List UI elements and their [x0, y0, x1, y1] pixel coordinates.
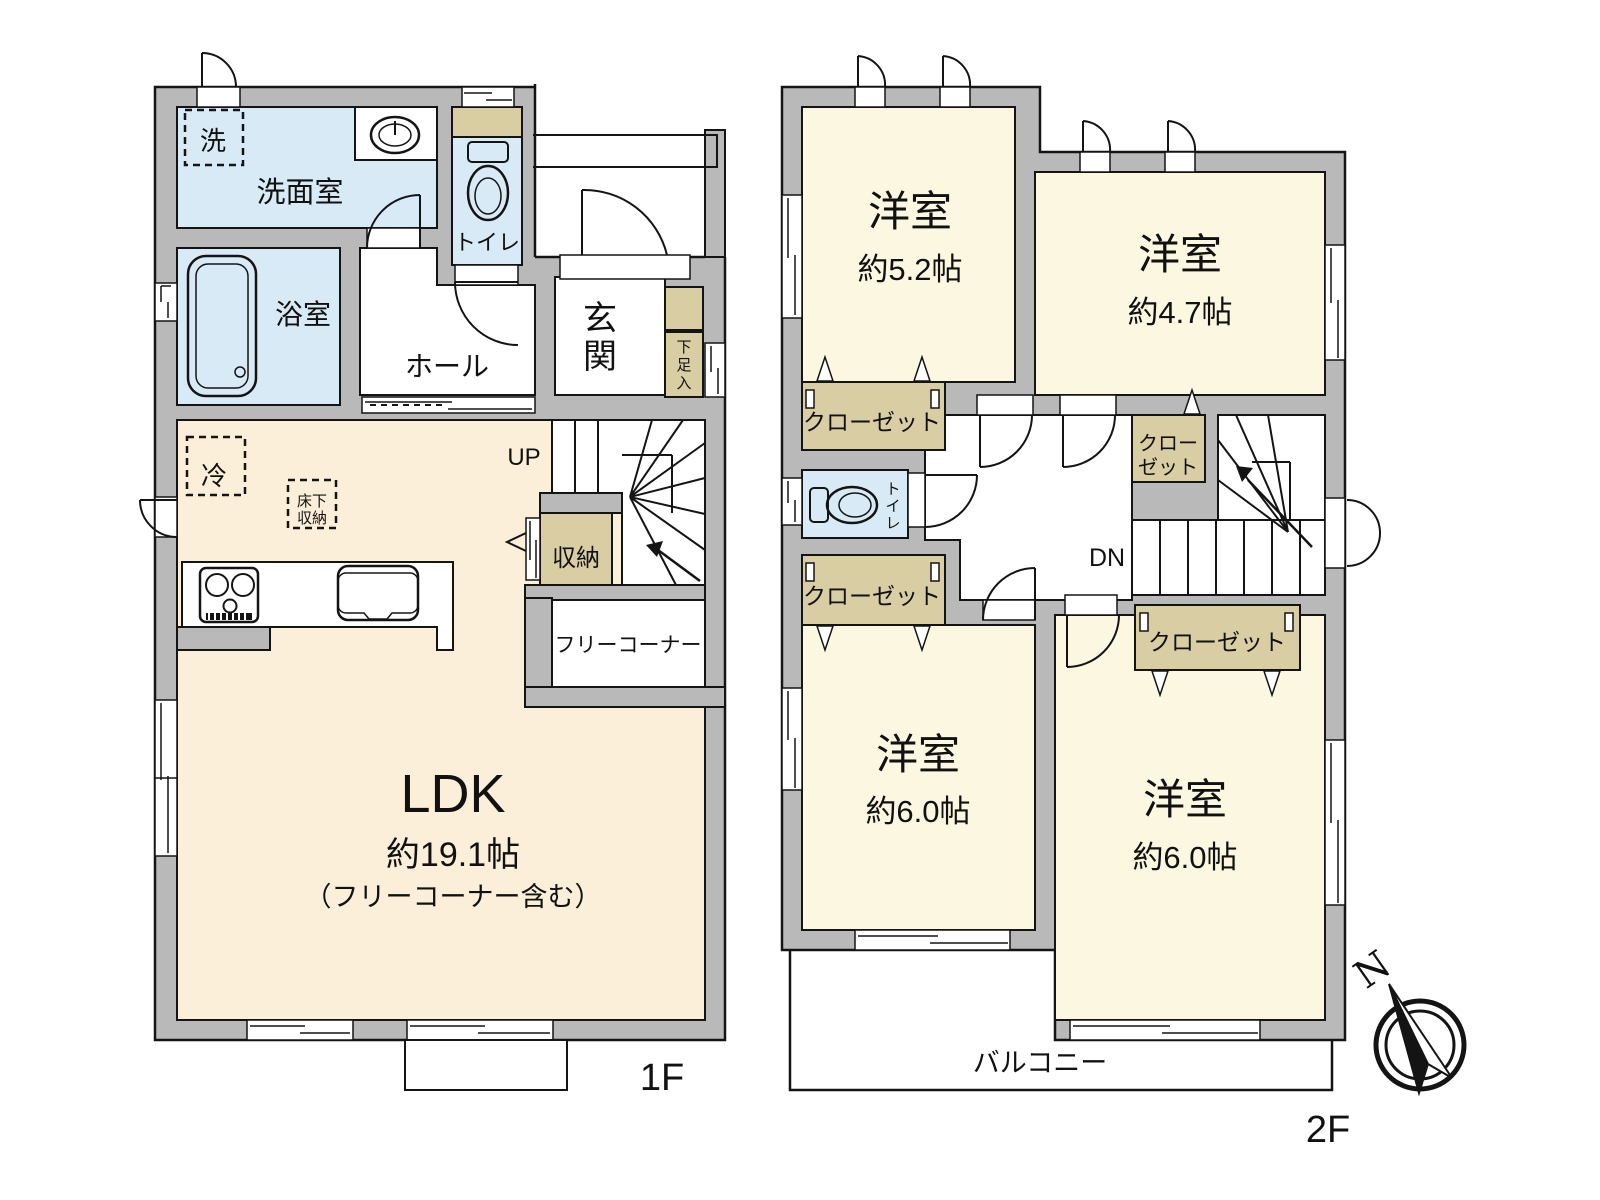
label-toilet2-3: レ: [885, 515, 900, 532]
f2-stair-arrow-head: [1236, 466, 1253, 482]
f2-bedroom-ne: [1034, 171, 1326, 396]
f1-fridge-box: [185, 435, 247, 497]
f1-kitchen-counter: [176, 561, 454, 651]
label-floor-1f: 1F: [640, 1057, 684, 1099]
label-ldk: LDK: [400, 764, 505, 824]
f2-bedroom-nw-door: [976, 394, 1034, 468]
f1-toilet-counter: [451, 106, 523, 138]
f1-wall-below-freecorner: [524, 686, 726, 708]
label-bath: 浴室: [275, 299, 331, 330]
f1-hall: [359, 247, 536, 396]
f1-underfloor-storage-box: [286, 478, 338, 530]
f1-kitchen-sink-icon: [336, 564, 420, 622]
label-bedroom-sw-size: 約6.0帖: [865, 794, 970, 829]
f2-toilet-icon: [809, 485, 879, 525]
f1-porch-area: [535, 83, 727, 257]
label-shoe-1: 下: [676, 339, 691, 356]
f1-entrance: [554, 276, 666, 396]
f1-porch-side-wall: [704, 129, 726, 258]
label-hall: ホール: [405, 351, 489, 382]
f2-bedroom-ne-door: [1059, 394, 1117, 468]
f1-stove-icon: [198, 566, 260, 624]
f2-casement-windows: [854, 55, 1381, 569]
f1-top-door: [196, 52, 241, 108]
label-bedroom-ne: 洋室: [1138, 231, 1222, 278]
f1-entry-step: [404, 1039, 568, 1091]
label-underfloor-1: 床下: [297, 493, 327, 510]
label-laundry: 洗: [200, 126, 226, 156]
label-entrance-2: 関: [583, 338, 617, 376]
label-fridge: 冷: [201, 461, 227, 491]
label-closet-nw: クローゼット: [803, 409, 941, 435]
f1-shoebox-lower: [664, 331, 704, 398]
f2-bedroom-sw: [801, 624, 1036, 931]
label-bedroom-sw: 洋室: [876, 731, 960, 778]
label-toilet2-1: ト: [885, 481, 900, 498]
f1-stair-arrow-head: [646, 541, 663, 557]
label-bedroom-se-size: 約6.0帖: [1132, 840, 1237, 875]
f1-front-door: [559, 188, 691, 280]
label-underfloor-2: 収納: [297, 510, 327, 527]
f1-toilet-door: [454, 264, 519, 346]
label-bedroom-ne-size: 約4.7帖: [1127, 295, 1232, 330]
f1-storage-door: [504, 517, 541, 581]
label-storage: 収納: [552, 545, 600, 572]
label-floor-2f: 2F: [1306, 1109, 1350, 1151]
f2-closet-nw: [801, 354, 946, 451]
f1-shoebox-upper: [664, 286, 704, 331]
f2-balcony-outline: [788, 950, 1334, 1092]
label-toilet-1f: トイレ: [454, 230, 520, 255]
first-floor-plan: 洗 洗面室 トイレ 浴室 ホール 玄 関 下 足 入 冷 床下 収納 収納 フリ…: [139, 52, 727, 1099]
f1-kitchen-side-door: [139, 496, 178, 538]
f1-windows: [154, 86, 726, 1041]
f1-wall-above-storage: [539, 492, 623, 514]
f2-toilet-door: [907, 472, 978, 528]
f1-vanity-sink-icon: [354, 106, 438, 161]
f2-closet-sw: [801, 554, 946, 653]
label-free-corner: フリーコーナー: [555, 634, 702, 657]
label-dn: DN: [1089, 544, 1125, 572]
label-toilet2-2: イ: [885, 498, 900, 515]
label-entrance-1: 玄: [583, 300, 617, 338]
f1-bathtub-icon: [186, 254, 258, 398]
label-bedroom-nw-size: 約5.2帖: [857, 252, 962, 287]
label-bedroom-nw: 洋室: [868, 188, 952, 235]
label-ldk-note: （フリーコーナー含む）: [305, 882, 602, 912]
f1-toilet-icon: [466, 141, 510, 222]
label-balcony: バルコニー: [973, 1048, 1107, 1078]
label-washroom: 洗面室: [256, 176, 343, 209]
f1-washer-box: [183, 108, 245, 167]
f1-canopy-outline: [533, 134, 718, 168]
f2-bedroom-se-door: [1064, 594, 1120, 668]
label-shoe-3: 入: [676, 375, 691, 392]
f2-staircase: [1131, 414, 1326, 596]
f2-bedroom-sw-door: [982, 567, 1036, 621]
label-up: UP: [507, 444, 540, 471]
label-closet-ne-2: ゼット: [1138, 456, 1198, 479]
label-bedroom-se: 洋室: [1143, 776, 1227, 823]
f2-closet-se: [1134, 604, 1301, 698]
f1-washroom-door: [366, 194, 421, 249]
label-ldk-size: 約19.1帖: [386, 836, 520, 874]
f2-closet-ne: [1131, 387, 1206, 483]
second-floor-plan: 洋室 約5.2帖 洋室 約4.7帖 クローゼット クロー ゼット ト イ レ D…: [780, 55, 1381, 1151]
label-shoe-2: 足: [676, 357, 691, 374]
compass-icon: N: [1346, 942, 1467, 1097]
f2-bedroom-nw: [801, 106, 1016, 383]
f2-windows: [781, 194, 1346, 1041]
f2-toilet-room: [801, 469, 909, 539]
f1-ldk-sliding-door: [361, 396, 536, 414]
f1-bathroom: [176, 247, 341, 406]
label-closet-ne-1: クロー: [1138, 432, 1198, 455]
label-closet-sw: クローゼット: [803, 583, 941, 609]
f1-ldk: [176, 419, 706, 1021]
label-closet-se: クローゼット: [1148, 629, 1286, 655]
